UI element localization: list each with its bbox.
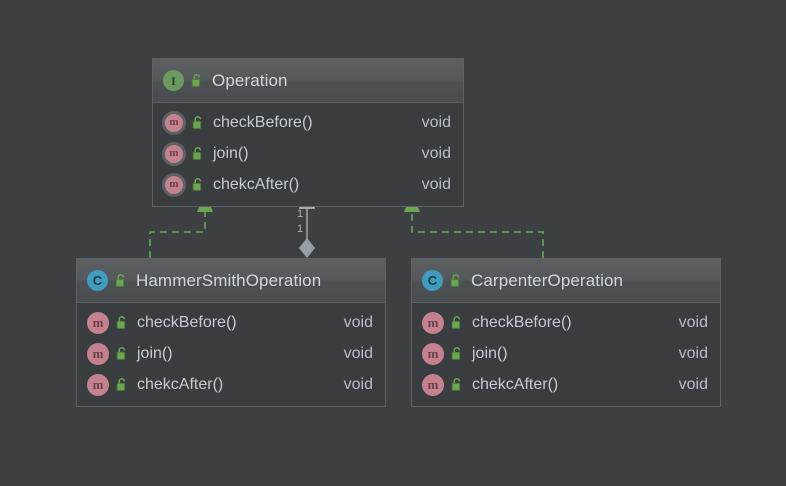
public-unlocked-icon [115,377,129,392]
uml-member-name: checkBefore() [472,313,572,331]
uml-node-title-carpenteroperation: CarpenterOperation [471,270,624,290]
uml-member-row[interactable]: m chekcAfter() void [412,369,720,400]
uml-node-header-carpenteroperation[interactable]: C CarpenterOperation [412,259,720,303]
uml-member-row[interactable]: m chekcAfter() void [77,369,385,400]
method-icon: m [422,373,444,396]
uml-member-name: chekcAfter() [213,175,300,193]
abstract-method-icon: m [163,144,185,163]
aggregation-diamond [299,238,315,258]
multiplicity-label-source: 1 [297,208,304,220]
uml-member-name: join() [137,344,173,362]
uml-member-name: checkBefore() [137,313,237,331]
uml-member-name: chekcAfter() [137,375,224,393]
uml-member-type: void [343,375,373,393]
uml-member-type: void [421,113,451,131]
method-icon: m [422,311,444,334]
public-unlocked-icon [450,346,464,361]
public-unlocked-icon [450,315,464,330]
uml-member-row[interactable]: m join() void [412,338,720,369]
uml-node-operation[interactable]: I Operation m [152,58,464,207]
public-unlocked-icon [114,273,128,288]
method-icon: m [422,342,444,365]
class-icon: C [422,270,443,291]
uml-member-row[interactable]: m join() void [77,338,385,369]
uml-node-header-operation[interactable]: I Operation [153,59,463,103]
class-icon: C [87,270,108,291]
uml-node-title-hammersmithoperation: HammerSmithOperation [136,270,322,290]
uml-member-name: join() [472,344,508,362]
uml-node-members-operation: m checkBefore() void m [153,103,463,206]
uml-member-type: void [678,344,708,362]
uml-member-name: chekcAfter() [472,375,559,393]
uml-member-row[interactable]: m checkBefore() void [412,307,720,338]
uml-node-members-carpenteroperation: m checkBefore() void m [412,303,720,406]
uml-member-row[interactable]: m checkBefore() void [153,107,463,138]
public-unlocked-icon [191,146,205,161]
interface-icon: I [163,70,184,91]
uml-node-hammersmithoperation[interactable]: C HammerSmithOperation m [76,258,386,407]
public-unlocked-icon [450,377,464,392]
uml-node-members-hammersmithoperation: m checkBefore() void m [77,303,385,406]
uml-member-type: void [421,144,451,162]
method-icon: m [87,311,109,334]
uml-member-type: void [343,313,373,331]
abstract-method-icon: m [163,175,185,194]
abstract-method-icon: m [163,113,185,132]
public-unlocked-icon [190,73,204,88]
uml-member-name: checkBefore() [213,113,313,131]
realization-line-carpenter [411,212,544,258]
uml-node-carpenteroperation[interactable]: C CarpenterOperation m [411,258,721,407]
uml-member-row[interactable]: m join() void [153,138,463,169]
public-unlocked-icon [191,177,205,192]
uml-member-type: void [678,313,708,331]
public-unlocked-icon [449,273,463,288]
realization-line-hammersmith [149,212,206,258]
public-unlocked-icon [191,115,205,130]
method-icon: m [87,342,109,365]
multiplicity-label-target: 1 [297,223,304,235]
uml-member-row[interactable]: m checkBefore() void [77,307,385,338]
uml-member-name: join() [213,144,249,162]
uml-member-type: void [343,344,373,362]
uml-member-type: void [421,175,451,193]
uml-member-type: void [678,375,708,393]
uml-node-header-hammersmithoperation[interactable]: C HammerSmithOperation [77,259,385,303]
public-unlocked-icon [115,315,129,330]
uml-member-row[interactable]: m chekcAfter() void [153,169,463,200]
uml-node-title-operation: Operation [212,70,288,90]
method-icon: m [87,373,109,396]
public-unlocked-icon [115,346,129,361]
